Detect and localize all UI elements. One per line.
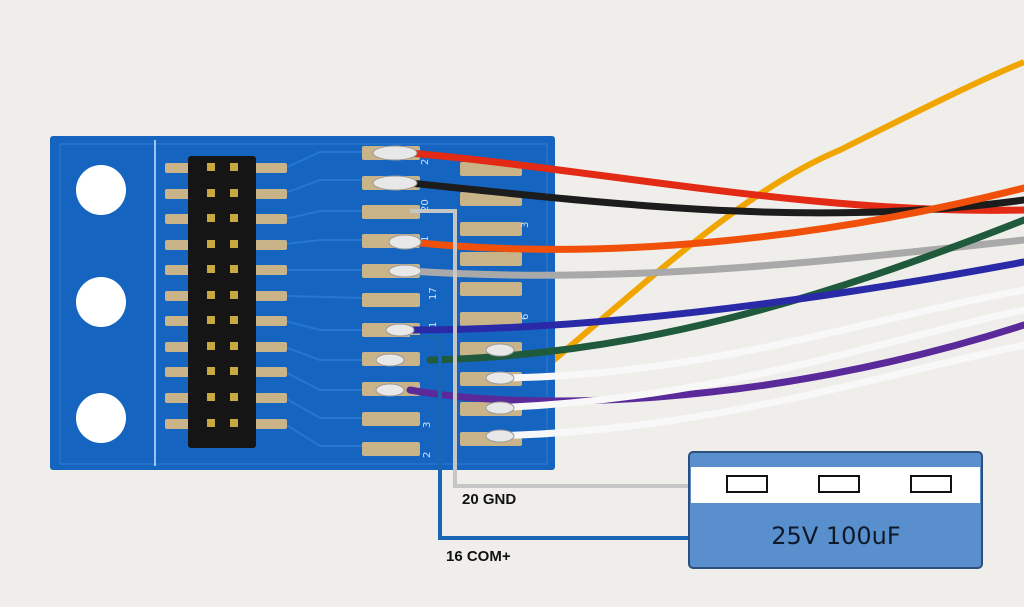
capacitor-rating-text: 25V 100uF: [771, 522, 901, 550]
wires: [406, 149, 1024, 440]
pin-number-label: 2: [420, 159, 431, 165]
pcb-traces: [284, 151, 366, 447]
white-wire-2: [486, 306, 1024, 412]
purple-wire: [406, 321, 1024, 405]
capacitor-lead-box: [910, 475, 952, 493]
solder-joints: [372, 145, 515, 443]
capacitor-lead-box: [818, 475, 860, 493]
white-wire-3: [486, 341, 1024, 440]
com-line: [410, 335, 690, 540]
orange-wire: [406, 184, 1024, 253]
pin-number-label: 1: [420, 236, 431, 242]
mounting-hole: [76, 277, 126, 327]
green-wire: [426, 216, 1024, 364]
mounting-hole: [76, 393, 126, 443]
pin-header: [165, 156, 287, 448]
pin-number-label: 3: [520, 222, 531, 228]
com-label: 16 COM+: [446, 548, 511, 565]
mounting-hole: [76, 165, 126, 215]
pin-number-label: 2: [422, 452, 433, 458]
gnd-label: 20 GND: [462, 491, 517, 508]
gnd-line: [410, 209, 690, 488]
capacitor-lead-box: [726, 475, 768, 493]
blue-wire: [406, 258, 1024, 334]
white-wire-1: [486, 286, 1024, 382]
silkscreen-pin-numbers: 2 20 1 17 1 3 6 3 2: [420, 159, 531, 458]
pin-number-label: 3: [422, 422, 433, 428]
pin-number-label: 20: [420, 199, 431, 212]
pin-number-label: 1: [428, 322, 439, 328]
capacitor-symbol: [688, 451, 983, 569]
pin-number-label: 6: [520, 314, 531, 320]
pin-number-label: 17: [428, 287, 439, 300]
